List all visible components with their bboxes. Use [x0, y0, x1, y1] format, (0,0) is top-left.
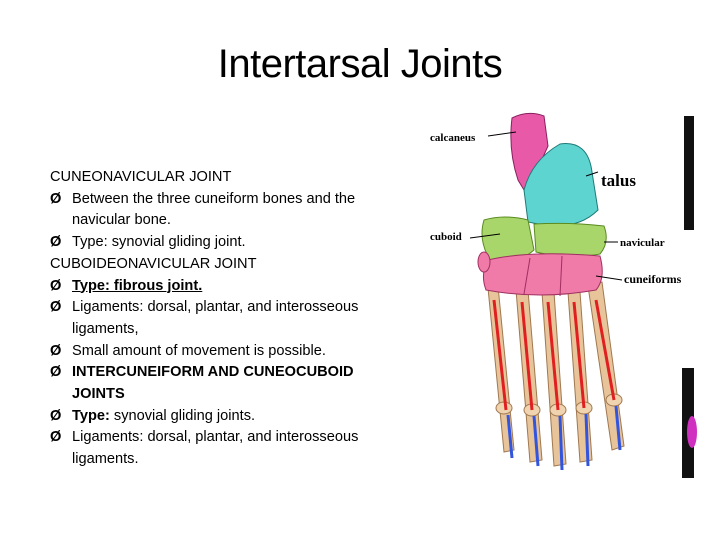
arrow-bullet-icon: Ø	[50, 277, 62, 294]
bullet-text: Type: synovial gliding joint.	[72, 234, 246, 251]
sesamoid-bone	[477, 251, 491, 273]
bullet-item: Ø Type: synovial gliding joints.	[50, 406, 410, 428]
label-navicular: navicular	[620, 237, 665, 249]
bullet-text: synovial gliding joints.	[109, 407, 256, 424]
ligaments-blue	[506, 405, 622, 471]
arrow-bullet-icon: Ø	[50, 342, 62, 359]
bullet-item: Ø Ligaments: dorsal, plantar, and intero…	[50, 297, 410, 340]
label-cuboid: cuboid	[430, 231, 462, 243]
arrow-bullet-icon: Ø	[50, 364, 62, 381]
bullet-text: Between the three cuneiform bones and th…	[72, 190, 356, 229]
bullet-item: Ø Type: synovial gliding joint.	[50, 232, 410, 254]
bullet-text-intercuneiform: INTERCUNEIFORM AND CUNEOCUBOID JOINTS	[72, 364, 354, 403]
foot-bones-figure: calcaneus talus cuboid navicular cuneifo…	[430, 112, 697, 478]
slide-title: Intertarsal Joints	[217, 42, 503, 86]
bullet-text: Small amount of movement is possible.	[72, 342, 326, 359]
navicular-bone	[533, 222, 607, 258]
label-talus: talus	[601, 171, 636, 190]
label-cuneiforms: cuneiforms	[624, 272, 682, 286]
joint-knobs	[495, 393, 623, 417]
cuneiform-division	[559, 255, 563, 297]
bullet-item: Ø Ligaments: dorsal, plantar, and intero…	[50, 427, 410, 470]
image-edge-highlight	[687, 416, 697, 448]
bullet-text: Ligaments: dorsal, plantar, and inteross…	[72, 429, 359, 468]
bullet-item: Ø Small amount of movement is possible.	[50, 341, 410, 363]
cuneiform-bones	[482, 253, 603, 296]
bullet-text: Ligaments: dorsal, plantar, and inteross…	[72, 299, 359, 337]
slide-body: CUNEONAVICULAR JOINT Ø Between the three…	[50, 167, 410, 471]
bullet-label-type: Type:	[72, 407, 110, 424]
label-calcaneus: calcaneus	[430, 132, 476, 144]
arrow-bullet-icon: Ø	[50, 234, 62, 251]
bullet-item: Ø Between the three cuneiform bones and …	[50, 189, 410, 232]
arrow-bullet-icon: Ø	[50, 190, 62, 207]
image-edge-strip-top	[684, 116, 694, 230]
bullet-text-fibrous: Type: fibrous joint.	[72, 277, 203, 294]
arrow-bullet-icon: Ø	[50, 407, 62, 424]
arrow-bullet-icon: Ø	[50, 429, 62, 446]
label-pointers	[469, 131, 623, 281]
heading-cuboideonavicular: CUBOIDEONAVICULAR JOINT	[50, 255, 257, 272]
cuneiform-division	[523, 257, 531, 295]
heading-cuneonavicular: CUNEONAVICULAR JOINT	[50, 169, 232, 185]
ligaments-red	[492, 299, 616, 411]
bullet-item: Ø INTERCUNEIFORM AND CUNEOCUBOID JOINTS	[50, 362, 410, 405]
bullet-item: Ø Type: fibrous joint.	[50, 276, 410, 298]
arrow-bullet-icon: Ø	[50, 299, 62, 316]
